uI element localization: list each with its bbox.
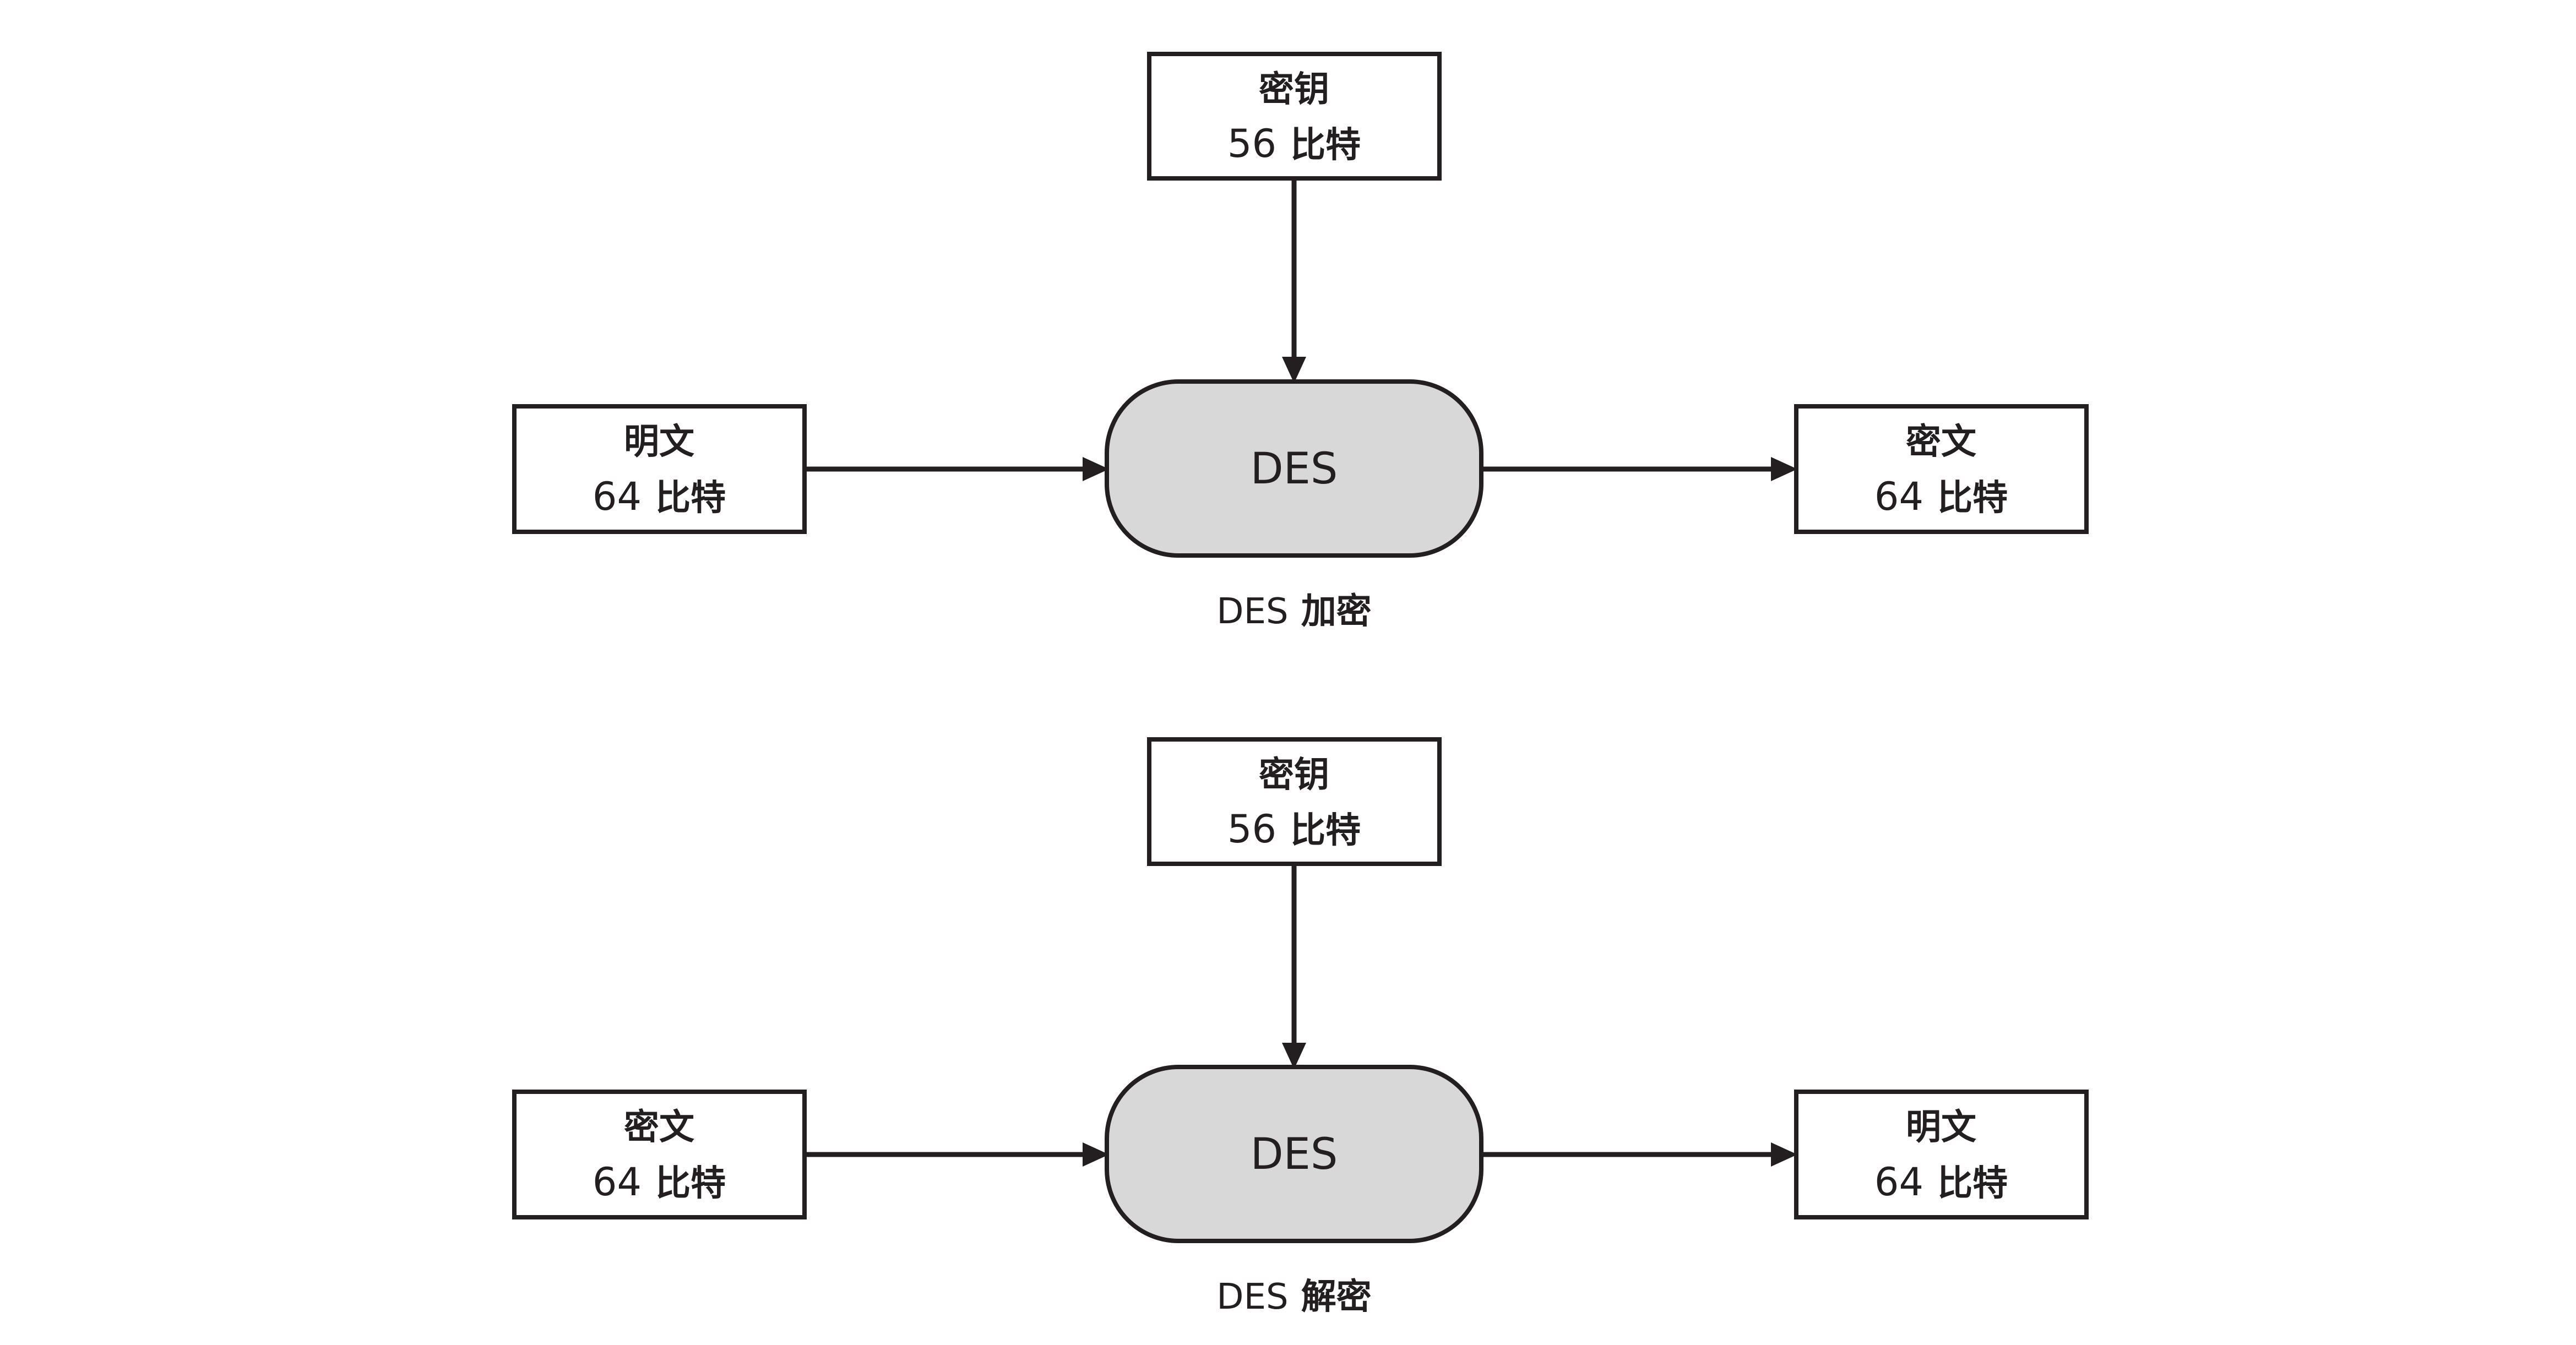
encryption-key-size-unit: 比特 (1290, 125, 1361, 166)
encryption-key-arrow (1282, 178, 1306, 383)
encryption-caption-prefix: DES (1216, 591, 1288, 632)
encryption-caption: DES 加密 (1216, 591, 1371, 632)
encryption-output-size-number: 64 (1874, 474, 1923, 519)
encryption-des-process: DES (1105, 379, 1483, 558)
decryption-input-size-unit: 比特 (655, 1163, 726, 1204)
encryption-key-size-number: 56 (1227, 121, 1276, 166)
decryption-des-process: DES (1105, 1065, 1483, 1243)
encryption-output-arrow (1481, 457, 1797, 481)
decryption-output-box: 明文 64 比特 (1794, 1090, 2089, 1219)
encryption-output-box: 密文 64 比特 (1794, 404, 2089, 534)
encryption-key-size: 56 比特 (1227, 121, 1361, 166)
decryption-des-label: DES (1251, 1130, 1338, 1179)
decryption-output-size: 64 比特 (1874, 1159, 2008, 1205)
encryption-input-box: 明文 64 比特 (512, 404, 807, 534)
encryption-caption-suffix: 加密 (1301, 591, 1372, 632)
decryption-input-box: 密文 64 比特 (512, 1090, 807, 1219)
decryption-key-size: 56 比特 (1227, 807, 1361, 852)
decryption-key-size-number: 56 (1227, 807, 1276, 852)
encryption-input-size-unit: 比特 (655, 478, 726, 519)
decryption-input-label: 密文 (624, 1107, 694, 1148)
decryption-input-size: 64 比特 (593, 1159, 726, 1205)
decryption-input-size-number: 64 (593, 1159, 642, 1205)
decryption-output-size-unit: 比特 (1937, 1163, 2008, 1204)
decryption-caption-suffix: 解密 (1301, 1277, 1372, 1317)
decryption-key-size-unit: 比特 (1290, 810, 1361, 851)
decryption-caption: DES 解密 (1216, 1277, 1371, 1317)
decryption-key-label: 密钥 (1259, 755, 1329, 796)
encryption-input-arrow (805, 457, 1109, 481)
encryption-section: 密钥 56 比特 明文 64 比特 DES (512, 52, 2089, 632)
encryption-output-size: 64 比特 (1874, 474, 2008, 519)
encryption-output-size-unit: 比特 (1937, 478, 2008, 519)
decryption-output-label: 明文 (1906, 1107, 1976, 1148)
decryption-section: 密钥 56 比特 密文 64 比特 DES (512, 737, 2089, 1317)
encryption-output-label: 密文 (1906, 422, 1976, 462)
decryption-key-arrow (1282, 864, 1306, 1069)
decryption-input-arrow (805, 1142, 1109, 1167)
encryption-key-box: 密钥 56 比特 (1147, 52, 1442, 181)
encryption-des-label: DES (1251, 444, 1338, 494)
encryption-key-label: 密钥 (1259, 69, 1329, 110)
decryption-key-box: 密钥 56 比特 (1147, 737, 1442, 866)
decryption-output-size-number: 64 (1874, 1159, 1923, 1205)
encryption-input-label: 明文 (624, 422, 694, 462)
encryption-input-size: 64 比特 (593, 474, 726, 519)
decryption-output-arrow (1481, 1142, 1797, 1167)
encryption-input-size-number: 64 (593, 474, 642, 519)
decryption-caption-prefix: DES (1216, 1277, 1288, 1317)
